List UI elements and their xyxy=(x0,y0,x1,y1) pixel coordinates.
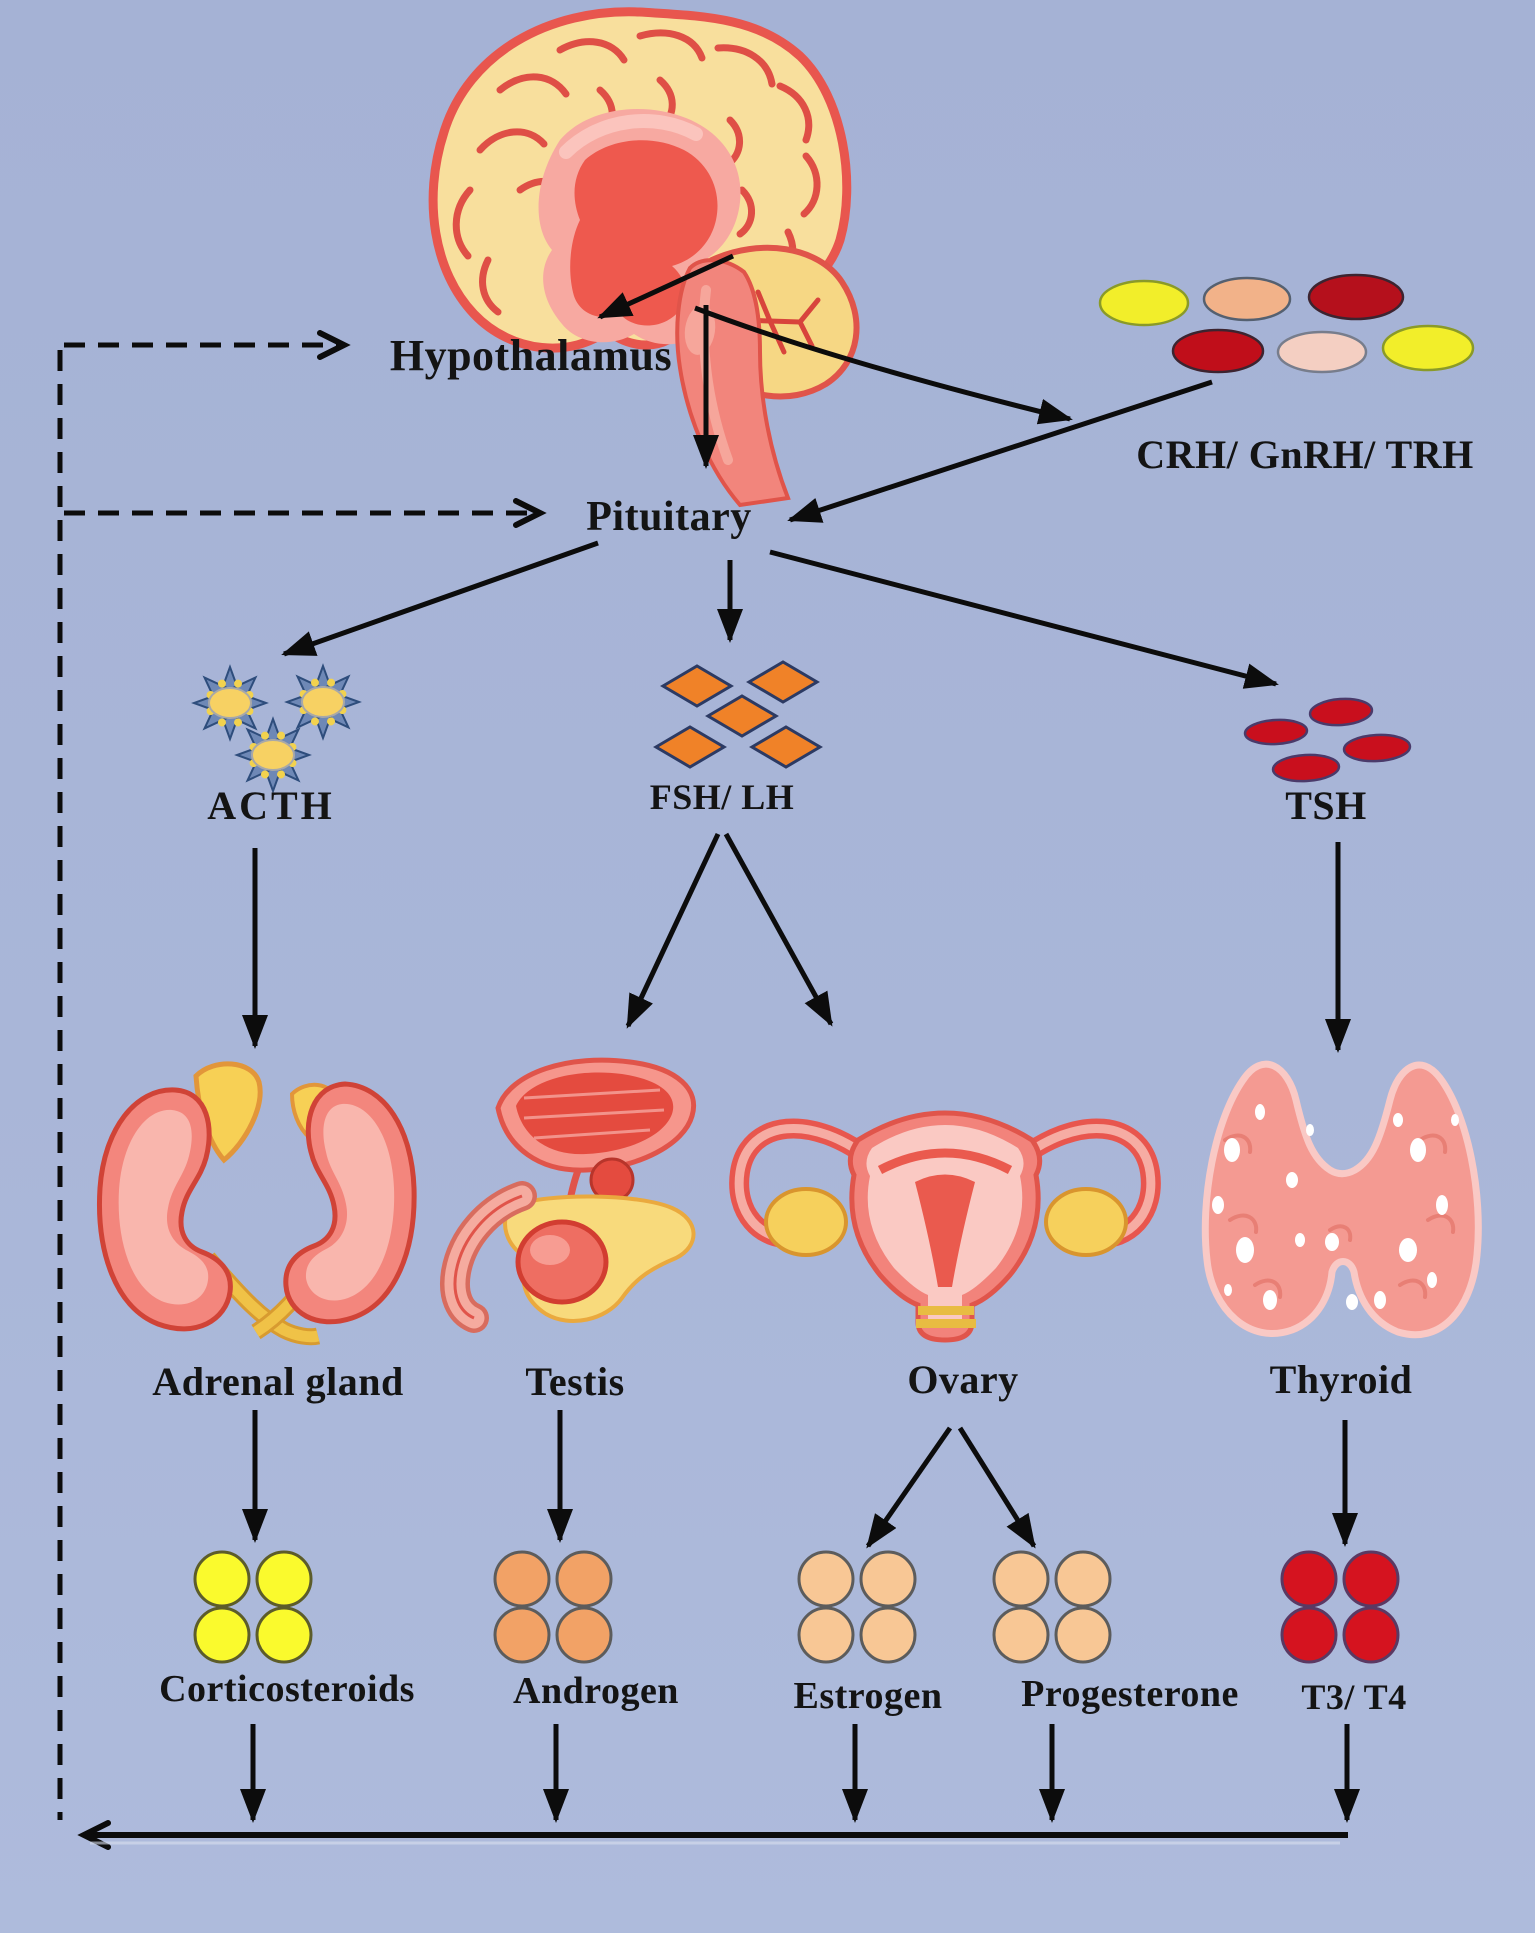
pituitary-label: Pituitary xyxy=(586,494,752,540)
acth-label: ACTH xyxy=(207,783,335,828)
vesicle-darkred-2 xyxy=(1171,328,1265,374)
thyroid-follicle-dots xyxy=(1212,1104,1459,1310)
pathway-arrows xyxy=(57,253,1360,1850)
adrenal-gland-label: Adrenal gland xyxy=(152,1359,404,1404)
ovary-label: Ovary xyxy=(907,1357,1019,1402)
releasing-hormones-label: CRH/ GnRH/ TRH xyxy=(1136,432,1474,477)
testis-organ-icon xyxy=(440,1057,696,1333)
fsh-lh-hormone-icon xyxy=(654,660,822,769)
arrow-brain-to-hypothalamus xyxy=(597,253,735,320)
t3-t4-icon xyxy=(1280,1550,1400,1664)
arrow-ovary-to-estrogen xyxy=(865,1426,953,1549)
adrenal-glands-icon xyxy=(97,1061,417,1346)
estrogen-icon xyxy=(797,1550,917,1664)
arrow-releasing-hormones-to-pituitary xyxy=(787,379,1213,523)
brain-icon xyxy=(428,7,860,508)
thyroid-organ-icon xyxy=(1201,1060,1482,1339)
testis-label: Testis xyxy=(525,1359,625,1404)
androgen-icon xyxy=(493,1550,613,1664)
vesicle-yellow-2 xyxy=(1381,324,1475,372)
tsh-hormone-icon xyxy=(1243,697,1412,783)
releasing-hormone-vesicles-icon xyxy=(1098,273,1475,374)
hypothalamus-label: Hypothalamus xyxy=(389,331,673,380)
corticosteroids-label: Corticosteroids xyxy=(159,1668,415,1710)
vesicle-yellow-1 xyxy=(1098,279,1190,327)
corpus-callosum xyxy=(559,114,703,159)
fsh-lh-label: FSH/ LH xyxy=(649,777,795,817)
estrogen-label: Estrogen xyxy=(793,1675,943,1717)
arrow-fsh-lh-to-ovary xyxy=(723,832,834,1027)
vesicle-peach xyxy=(1202,276,1292,322)
arrow-ovary-to-progesterone xyxy=(957,1426,1037,1549)
progesterone-label: Progesterone xyxy=(1021,1673,1239,1715)
ovary-organ-icon xyxy=(729,1110,1161,1343)
arrow-pituitary-to-tsh xyxy=(769,549,1279,689)
arrow-fsh-lh-to-testis xyxy=(625,832,721,1029)
arrow-pituitary-to-acth xyxy=(281,540,599,657)
arrow-brain-to-releasing-hormones xyxy=(694,305,1073,425)
t3-t4-label: T3/ T4 xyxy=(1301,1677,1407,1717)
corticosteroids-icon xyxy=(193,1550,313,1664)
thyroid-label: Thyroid xyxy=(1269,1357,1413,1402)
acth-hormone-icon xyxy=(193,665,360,792)
tsh-label: TSH xyxy=(1285,783,1367,828)
androgen-label: Androgen xyxy=(513,1670,679,1712)
vesicle-darkred-1 xyxy=(1307,273,1405,321)
progesterone-icon xyxy=(992,1550,1112,1664)
vesicle-lightpink xyxy=(1276,330,1368,374)
